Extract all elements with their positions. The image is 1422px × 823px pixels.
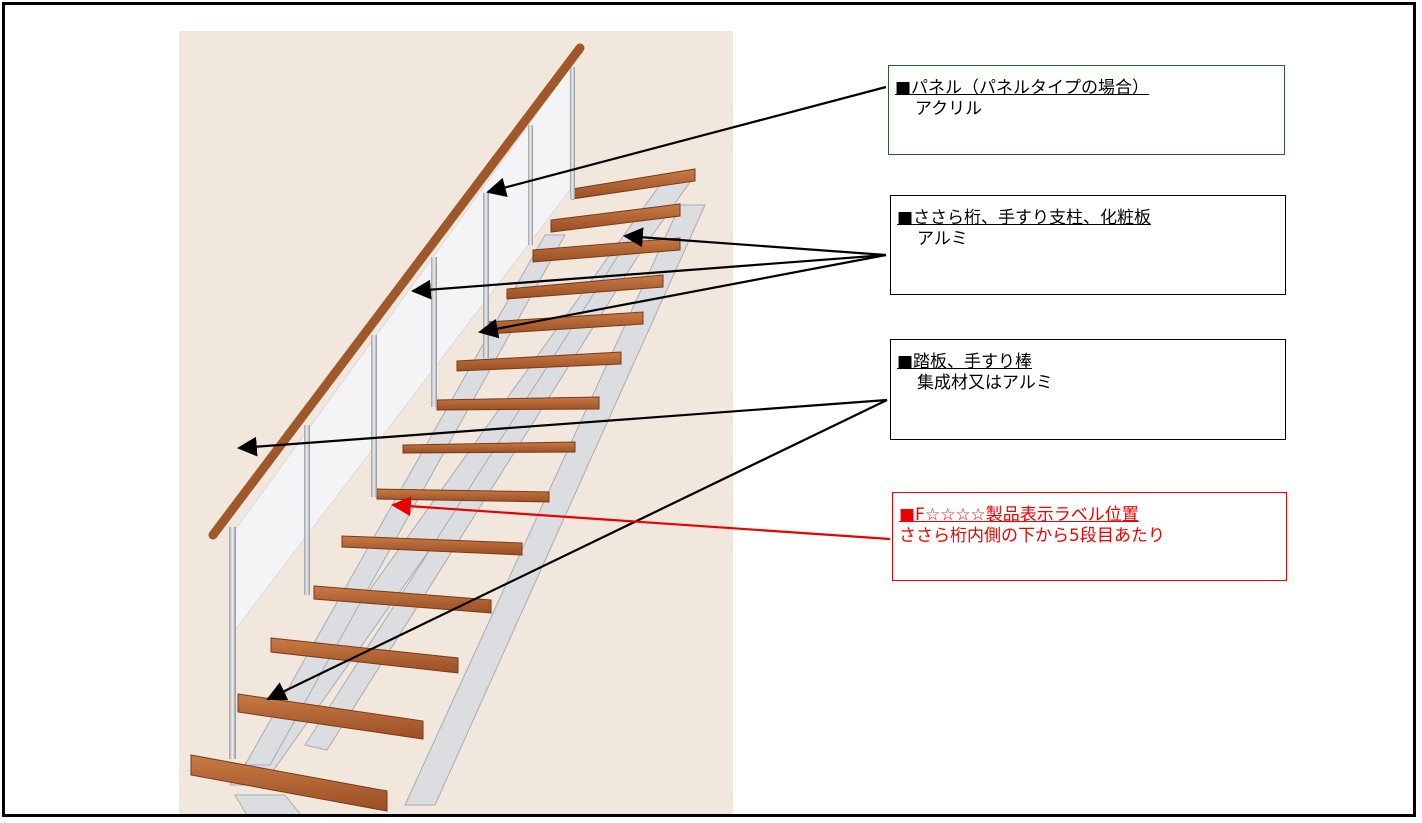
callout-stringer: ■ささら桁、手すり支柱、化粧板 アルミ <box>890 195 1286 295</box>
callout-stringer-title: ■ささら桁、手すり支柱、化粧板 <box>897 208 1152 228</box>
callout-label-location: ささら桁内側の下から5段目あたり <box>899 526 1165 546</box>
handrail-post <box>431 257 437 407</box>
callout-label-position: ■F☆☆☆☆製品表示ラベル位置 ささら桁内側の下から5段目あたり <box>892 492 1287 581</box>
tread <box>341 535 523 556</box>
handrail-posts <box>229 67 575 759</box>
handrail-post <box>570 67 575 199</box>
wooden-handrail <box>208 43 585 540</box>
handrail-post <box>371 335 377 497</box>
arrow-tread-1 <box>237 398 888 457</box>
arrow-tread-2 <box>266 399 888 701</box>
callout-arrows <box>237 85 888 701</box>
tread <box>456 351 622 372</box>
arrow-stringer-1 <box>623 227 887 257</box>
tread <box>190 754 388 812</box>
handrail-post <box>304 425 310 595</box>
handrail-post <box>483 193 489 358</box>
arrow-label <box>391 496 891 541</box>
tread <box>506 274 664 300</box>
arrow-panel <box>486 85 887 198</box>
handrail-post <box>528 125 533 245</box>
callout-tread-material: 集成材又はアルミ <box>917 373 1053 393</box>
wooden-treads <box>190 168 696 812</box>
callout-label-title: ■F☆☆☆☆製品表示ラベル位置 <box>899 505 1139 525</box>
tread <box>237 693 424 740</box>
callout-stringer-material: アルミ <box>917 229 968 249</box>
callout-panel-material: アクリル <box>915 99 983 119</box>
callout-tread-title: ■踏板、手すり棒 <box>897 352 1033 372</box>
callout-panel-title: ■パネル（パネルタイプの場合） <box>895 78 1150 98</box>
tread <box>550 203 681 233</box>
tread <box>313 585 492 614</box>
callout-tread: ■踏板、手すり棒 集成材又はアルミ <box>890 339 1286 440</box>
handrail-post <box>229 527 236 759</box>
arrow-stringer-2 <box>411 253 887 300</box>
callout-panel: ■パネル（パネルタイプの場合） アクリル <box>888 65 1285 155</box>
tread <box>402 441 576 454</box>
tread <box>270 637 459 674</box>
arrow-stringer-3 <box>478 253 887 339</box>
staircase-illustration <box>179 31 891 814</box>
